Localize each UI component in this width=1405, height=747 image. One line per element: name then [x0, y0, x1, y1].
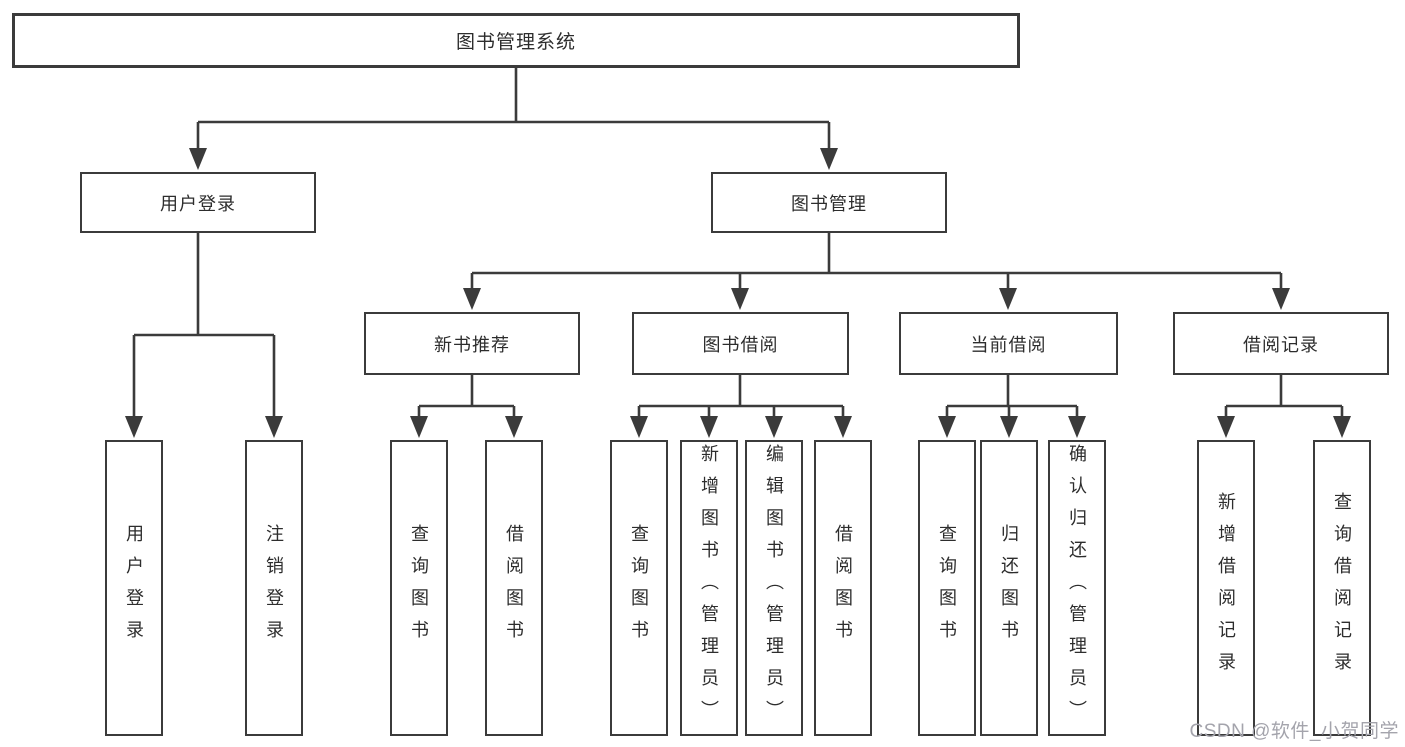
node-label: 查询图书: [629, 524, 649, 652]
node-label: 借阅图书: [504, 524, 524, 652]
node-label: 查询图书: [937, 524, 957, 652]
node-label: 查询借阅记录: [1332, 492, 1352, 684]
node-label: 归还图书: [999, 524, 1019, 652]
node-library-management-system: 图书管理系统: [12, 13, 1020, 68]
node-borrow-books: 借阅图书: [814, 440, 872, 736]
node-label: 新书推荐: [434, 334, 510, 355]
node-query-books-recommend: 查询图书: [390, 440, 448, 736]
node-query-books-current: 查询图书: [918, 440, 976, 736]
node-label: 用户登录: [160, 193, 236, 214]
node-label: 图书管理: [791, 193, 867, 214]
node-new-book-recommendation: 新书推荐: [364, 312, 580, 375]
node-label: 查询图书: [409, 524, 429, 652]
node-logout: 注销登录: [245, 440, 303, 736]
node-label: 新增图书（管理员）: [699, 444, 719, 732]
node-label: 图书借阅: [702, 334, 779, 355]
csdn-watermark: CSDN @软件_小贺同学: [1189, 721, 1399, 742]
node-borrow-books-recommend: 借阅图书: [485, 440, 543, 736]
node-label: 借阅图书: [833, 524, 853, 652]
node-return-books: 归还图书: [980, 440, 1038, 736]
node-label: 图书管理系统: [455, 32, 576, 53]
node-label: 新增借阅记录: [1216, 492, 1236, 684]
node-borrowing-records: 借阅记录: [1173, 312, 1389, 375]
node-book-borrowing: 图书借阅: [632, 312, 849, 375]
node-label: 用户登录: [124, 524, 144, 652]
node-add-borrow-record: 新增借阅记录: [1197, 440, 1255, 736]
node-label: 编辑图书（管理员）: [764, 444, 784, 732]
node-confirm-return-admin: 确认归还（管理员）: [1048, 440, 1106, 736]
node-edit-book-admin: 编辑图书（管理员）: [745, 440, 803, 736]
node-user-login-group: 用户登录: [80, 172, 316, 233]
node-book-management: 图书管理: [711, 172, 947, 233]
node-label: 借阅记录: [1243, 334, 1319, 355]
node-query-books-borrowing: 查询图书: [610, 440, 668, 736]
node-user-login: 用户登录: [105, 440, 163, 736]
node-current-borrowing: 当前借阅: [899, 312, 1118, 375]
node-query-borrow-record: 查询借阅记录: [1313, 440, 1371, 736]
node-label: 注销登录: [264, 524, 284, 652]
node-label: 当前借阅: [970, 334, 1047, 355]
node-add-book-admin: 新增图书（管理员）: [680, 440, 738, 736]
node-label: 确认归还（管理员）: [1067, 444, 1087, 732]
